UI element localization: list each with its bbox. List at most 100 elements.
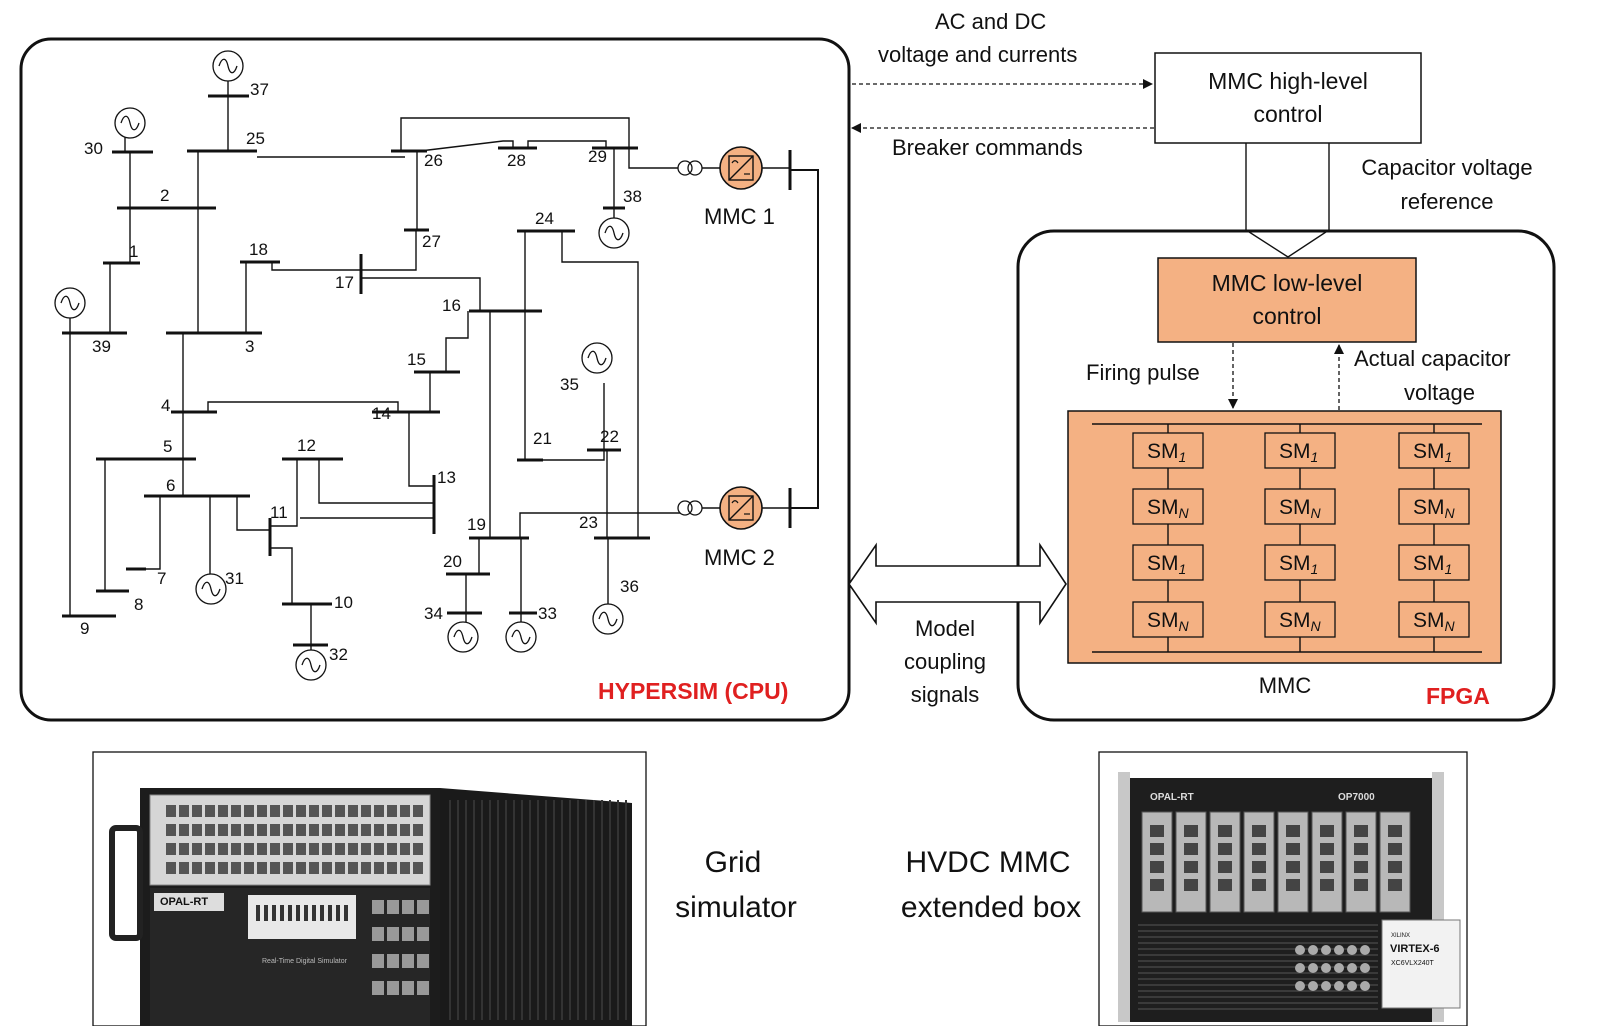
op7000-brand-text: OPAL-RT [1150,792,1194,803]
port-icon [166,805,176,817]
submodule-box [1264,601,1336,638]
virtex-brand-text: XILINX [1391,933,1410,939]
control-connector [1287,143,1330,258]
virtex-part-text: XC6VLX240T [1391,960,1435,967]
port-icon [402,900,414,914]
port-icon [296,805,306,817]
control-connector [1245,143,1289,258]
port-icon [1150,861,1164,873]
port-icon [1388,861,1402,873]
connector-icon [1308,963,1318,973]
port-icon [244,862,254,874]
port-icon [372,981,384,995]
port-icon [231,805,241,817]
bus-label: 7 [157,569,166,588]
port-icon [1184,825,1198,837]
port-icon [1286,843,1300,855]
port-icon [1320,879,1334,891]
port-icon [322,824,332,836]
port-icon [270,843,280,855]
port-icon [1320,843,1334,855]
port-icon [283,824,293,836]
port-icon [361,862,371,874]
bus-label: 14 [372,404,391,423]
port-icon [244,824,254,836]
port-icon [1184,843,1198,855]
port-icon [402,954,414,968]
port-icon [417,900,429,914]
port-icon [322,862,332,874]
bus-label: 34 [424,604,443,623]
port-icon [309,843,319,855]
port-icon [402,981,414,995]
hvdc-mmc-box-photo: OPAL-RT OP7000 XILINX VIRTEX-6 XC6VLX240… [1098,751,1468,1026]
port-icon [348,843,358,855]
port-icon [296,843,306,855]
port-icon [400,824,410,836]
high-level-control-box [1154,52,1422,144]
port-icon [244,805,254,817]
port-icon [322,805,332,817]
port-icon [1252,843,1266,855]
port-icon [1150,843,1164,855]
bus-label: 22 [600,427,619,446]
bus-label: 25 [246,129,265,148]
port-icon [257,824,267,836]
submodule-box [1132,432,1204,469]
ac-dc-label-line1: AC and DC [935,9,1046,34]
port-icon [309,862,319,874]
generator-icon [505,621,537,653]
hypersim-label: HYPERSIM (CPU) [598,678,788,704]
port-icon [387,900,399,914]
submodule-box [1398,601,1470,638]
bus-label: 31 [225,569,244,588]
submodule-box [1264,544,1336,581]
model-coupling-arrow [848,542,1067,626]
port-icon [1320,825,1334,837]
connector-icon [1321,945,1331,955]
hypersim-panel [19,37,851,722]
port-icon [179,824,189,836]
bus-label: 2 [160,186,169,205]
grid-simulator-label-line2: simulator [675,891,797,924]
port-icon [361,824,371,836]
bus-label: 38 [623,187,642,206]
port-icon [205,862,215,874]
port-icon [387,862,397,874]
port-icon [1218,861,1232,873]
port-icon [257,805,267,817]
submodule-box [1398,432,1470,469]
port-icon [192,843,202,855]
bus-label: 8 [134,595,143,614]
connector-icon [1360,945,1370,955]
port-icon [1150,825,1164,837]
connector-icon [1308,981,1318,991]
port-icon [1150,879,1164,891]
port-icon [166,843,176,855]
port-icon [348,805,358,817]
connector-icon [1360,963,1370,973]
submodule-box [1132,488,1204,525]
port-icon [374,824,384,836]
port-icon [1286,861,1300,873]
generator-icon [195,573,227,605]
coupling-label-line3: signals [911,682,979,707]
op7000-model-text: OP7000 [1338,792,1375,803]
connector-icon [1334,945,1344,955]
port-icon [296,824,306,836]
port-icon [257,843,267,855]
port-icon [205,843,215,855]
mmc2-converter-icon [719,486,763,530]
port-icon [231,824,241,836]
port-icon [413,805,423,817]
bus-label: 39 [92,337,111,356]
port-icon [361,843,371,855]
bus-label: 29 [588,147,607,166]
bus-label: 12 [297,436,316,455]
bus-label: 5 [163,437,172,456]
port-icon [270,824,280,836]
port-icon [400,843,410,855]
port-icon [387,981,399,995]
bus-label: 32 [329,645,348,664]
fpga-panel [1016,229,1556,722]
